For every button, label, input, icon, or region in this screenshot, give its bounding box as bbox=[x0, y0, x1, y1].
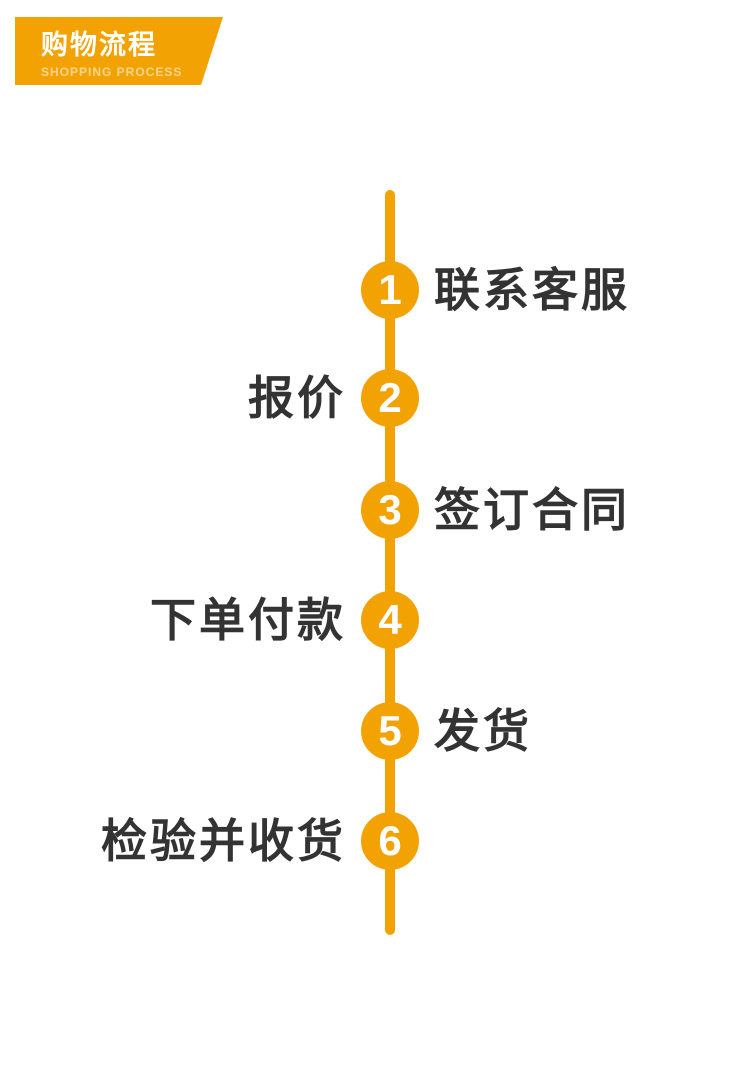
timeline-line bbox=[385, 190, 395, 935]
step-2: 2 报价 bbox=[0, 369, 750, 427]
step-4-number: 4 bbox=[378, 596, 402, 643]
step-1-label: 联系客服 bbox=[434, 264, 630, 316]
step-2-number: 2 bbox=[378, 374, 402, 421]
section-title: 购物流程 bbox=[41, 30, 157, 60]
step-4: 4 下单付款 bbox=[0, 591, 750, 649]
step-6-label: 检验并收货 bbox=[101, 815, 346, 867]
step-1-number-badge: 1 bbox=[361, 261, 419, 319]
step-6-number: 6 bbox=[378, 817, 402, 864]
step-3-number: 3 bbox=[378, 486, 402, 533]
step-6-number-badge: 6 bbox=[361, 812, 419, 870]
step-4-number-badge: 4 bbox=[361, 591, 419, 649]
step-4-label: 下单付款 bbox=[150, 594, 346, 646]
step-1: 1 联系客服 bbox=[0, 261, 750, 319]
step-3: 3 签订合同 bbox=[0, 481, 750, 539]
step-2-number-badge: 2 bbox=[361, 369, 419, 427]
step-3-number-badge: 3 bbox=[361, 481, 419, 539]
step-6: 6 检验并收货 bbox=[0, 812, 750, 870]
step-5-label: 发货 bbox=[434, 705, 532, 757]
step-2-label: 报价 bbox=[248, 372, 346, 424]
step-1-number: 1 bbox=[378, 266, 402, 313]
step-3-label: 签订合同 bbox=[434, 484, 630, 536]
step-5-number-badge: 5 bbox=[361, 702, 419, 760]
section-subtitle: SHOPPING PROCESS bbox=[41, 65, 183, 79]
step-5-number: 5 bbox=[378, 707, 402, 754]
step-5: 5 发货 bbox=[0, 702, 750, 760]
section-header-banner: 购物流程 SHOPPING PROCESS bbox=[15, 17, 223, 85]
